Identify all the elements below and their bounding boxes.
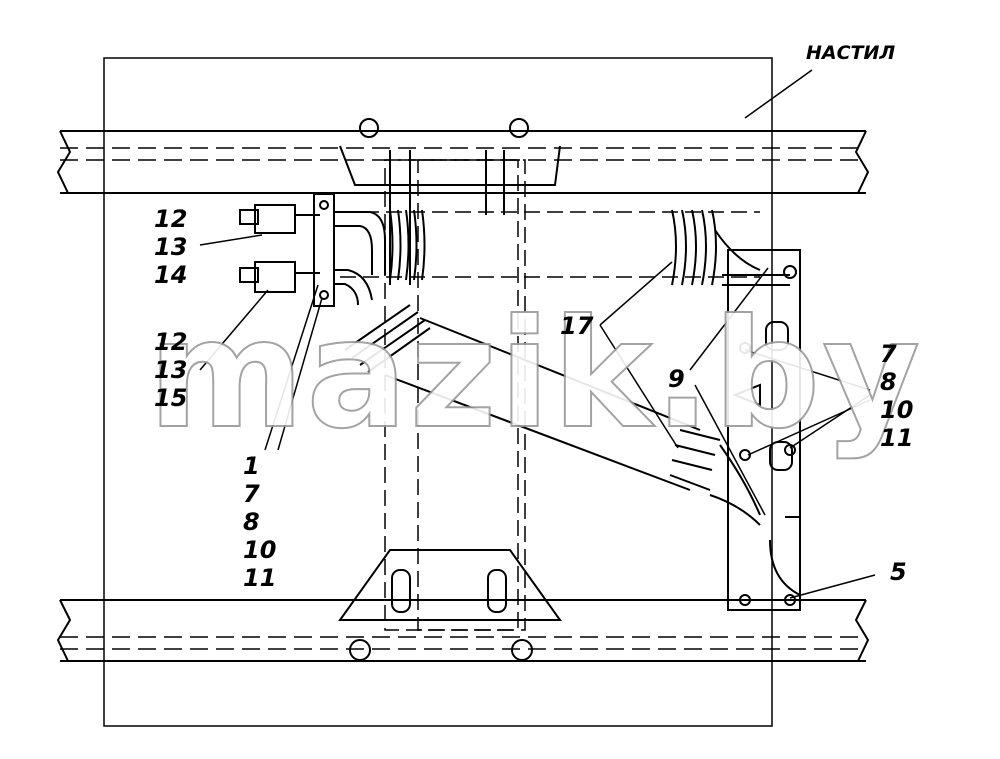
upper-connector	[239, 204, 320, 234]
callout-hoses: 17	[560, 312, 594, 340]
callout: 12	[154, 205, 188, 233]
top-frame-rail	[56, 130, 870, 194]
callout-group-right-bracket: 7 8 10 11	[880, 340, 913, 452]
callout: 13	[154, 356, 188, 384]
right-bracket	[727, 249, 801, 611]
callout-group-lower-connector: 12 13 15	[154, 328, 187, 412]
callout: 7	[880, 340, 897, 368]
lower-connector	[239, 261, 320, 293]
leader-lines	[199, 69, 876, 599]
callout: 15	[154, 384, 188, 412]
deck-label: НАСТИЛ	[806, 42, 896, 64]
diagonal-hose	[334, 269, 761, 526]
upper-left-hose	[334, 209, 426, 281]
top-bracket	[339, 118, 561, 285]
bottom-frame-rail	[56, 599, 870, 662]
callout-clamp: 9	[668, 365, 685, 393]
callout: 7	[243, 480, 260, 508]
cross-member	[340, 159, 760, 631]
callout-group-upper-connector: 12 13 14	[154, 205, 187, 289]
callout: 13	[154, 233, 188, 261]
callout: 8	[243, 508, 260, 536]
callout: 11	[243, 564, 277, 592]
callout: 10	[243, 536, 277, 564]
callout: 8	[880, 368, 897, 396]
bottom-bracket	[338, 549, 562, 661]
callout-bracket: 5	[890, 558, 907, 586]
callout: 12	[154, 328, 188, 356]
upper-right-hose	[671, 209, 790, 286]
left-connector-plate	[313, 193, 335, 307]
deck-outline	[103, 57, 773, 727]
callout: 14	[154, 261, 188, 289]
callout-group-plate: 1 7 8 10 11	[243, 452, 276, 592]
callout: 1	[243, 452, 260, 480]
callout: 11	[880, 424, 914, 452]
callout: 10	[880, 396, 914, 424]
watermark: mazik.by	[147, 288, 923, 462]
